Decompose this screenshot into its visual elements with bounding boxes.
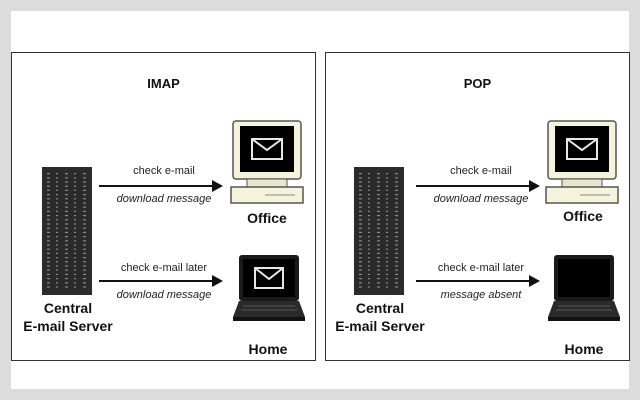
home-label: Home — [248, 341, 288, 357]
server-icon — [354, 167, 404, 295]
server-label-line1: Central — [43, 300, 93, 316]
server-label-line2: E-mail Server — [23, 318, 113, 334]
server-label-line2: E-mail Server — [335, 318, 425, 334]
office-label: Office — [563, 208, 603, 224]
laptop-icon — [233, 255, 305, 321]
arrow-bottom-label: download message — [433, 193, 529, 205]
arrow-top-label: check e-mail — [450, 165, 512, 177]
arrow-office — [99, 180, 223, 192]
envelope-icon — [566, 138, 598, 160]
desktop-computer-icon — [545, 120, 619, 204]
arrow-top-label: check e-mail later — [437, 262, 525, 274]
arrow-home — [416, 275, 540, 287]
envelope-icon — [254, 267, 284, 289]
panel-title: IMAP — [147, 76, 180, 91]
arrow-office — [416, 180, 540, 192]
arrow-bottom-label: download message — [116, 193, 212, 205]
arrow-bottom-label: message absent — [440, 289, 522, 301]
arrow-top-label: check e-mail — [133, 165, 195, 177]
home-label: Home — [564, 341, 604, 357]
arrow-bottom-label: download message — [116, 289, 212, 301]
server-icon — [42, 167, 92, 295]
envelope-icon — [251, 138, 283, 160]
imap-panel: IMAP Central E-mail Server check e-mail … — [11, 52, 316, 361]
office-label: Office — [247, 210, 287, 226]
laptop-icon — [548, 255, 620, 321]
server-label: Central E-mail Server — [14, 299, 122, 335]
diagram-canvas: IMAP Central E-mail Server check e-mail … — [11, 11, 630, 389]
arrow-home — [99, 275, 223, 287]
server-label-line1: Central — [355, 300, 405, 316]
server-label: Central E-mail Server — [326, 299, 434, 335]
pop-panel: POP Central E-mail Server check e-mail d… — [325, 52, 630, 361]
panel-title: POP — [463, 76, 492, 91]
arrow-top-label: check e-mail later — [120, 262, 208, 274]
desktop-computer-icon — [230, 120, 304, 204]
